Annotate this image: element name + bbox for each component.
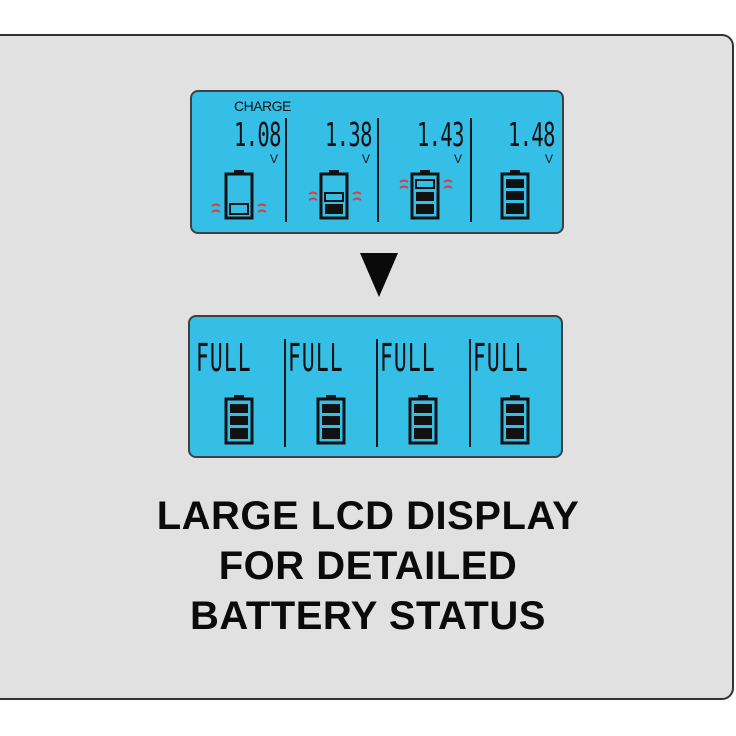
charge-label: CHARGE [234,98,291,114]
cell-3-battery-charging-icon [399,170,453,220]
cell-4-status: FULL [473,336,529,380]
cell-1-battery-charging-icon [211,170,267,220]
caption-line-2: FOR DETAILED [218,544,518,588]
cell-3-unit: V [454,152,463,166]
cell-4-unit: V [545,152,554,166]
cell-2-unit: V [362,152,371,166]
cell-3-battery-full-icon [408,395,438,445]
cell-2-battery-full-icon [316,395,346,445]
cell-1-unit: V [270,152,279,166]
charging-wave-left-icon [211,203,221,213]
lcd-divider [377,118,379,222]
lcd-full-display: FULL FULL FULL FULL [188,315,563,458]
lcd-divider [470,118,472,222]
caption-line-1: LARGE LCD DISPLAY [156,494,580,538]
charging-wave-right-icon [257,203,267,213]
cell-2-battery-charging-icon [308,170,362,220]
cell-2-status: FULL [288,336,344,380]
caption-line-3: BATTERY STATUS [190,594,546,638]
cell-3-voltage: 1.43 [417,115,464,154]
cell-1-status: FULL [196,336,252,380]
lcd-divider [376,339,378,447]
cell-4-battery-full-icon [500,395,530,445]
cell-2-voltage: 1.38 [325,115,372,154]
lcd-divider [284,339,286,447]
down-arrow-icon [360,253,398,297]
cell-1-voltage: 1.08 [234,115,281,154]
cell-3-status: FULL [380,336,436,380]
cell-4-battery-full-icon [500,170,530,220]
cell-4-voltage: 1.48 [508,115,555,154]
lcd-charging-display: CHARGE 1.08 1.38 1.43 1.48 V V V V [190,90,564,234]
lcd-divider [285,118,287,222]
cell-1-battery-full-icon [224,395,254,445]
lcd-divider [469,339,471,447]
